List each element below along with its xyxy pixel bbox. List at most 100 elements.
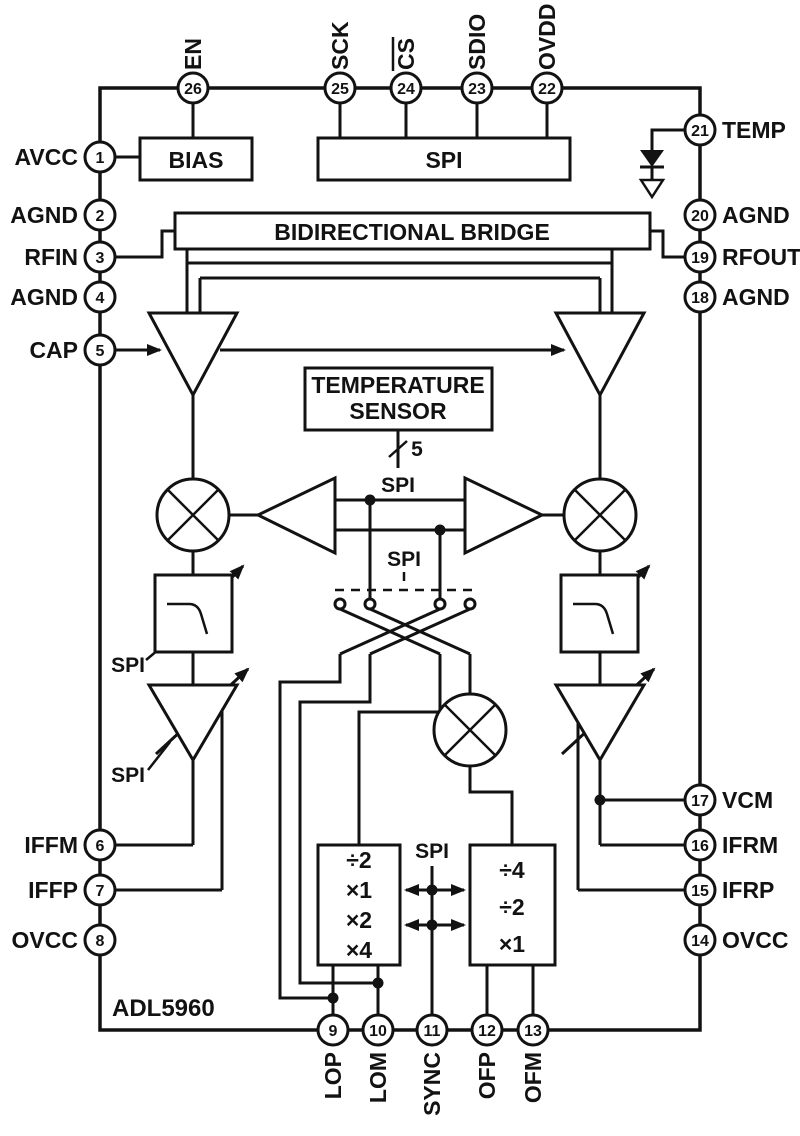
pin-25-sck: 25 SCK	[323, 21, 357, 105]
pin-number: 13	[524, 1023, 542, 1040]
pin-label: OVDD	[534, 4, 560, 70]
pin-5-cap: 5 CAP	[29, 333, 117, 367]
pin-20-agnd: 20 AGND	[683, 198, 790, 232]
left-lo-buffer-icon	[254, 475, 337, 556]
left-filter-icon	[153, 573, 234, 654]
left-if-vga-icon	[146, 683, 240, 763]
pin-number: 23	[468, 81, 486, 98]
pin-26-en: 26 EN	[176, 38, 210, 105]
pin-label: IFRP	[722, 877, 774, 903]
pin-label: SYNC	[419, 1052, 445, 1116]
pin-22-ovdd: 22 OVDD	[530, 4, 564, 105]
pin-label: OVCC	[12, 927, 78, 953]
lo-switch-icon	[333, 597, 477, 611]
pin-2-agnd: 2 AGND	[10, 198, 117, 232]
forward-rf-amp-icon	[146, 311, 240, 399]
pin-number: 3	[96, 250, 105, 267]
pin-label: IFFP	[28, 877, 78, 903]
pin-label: TEMP	[722, 117, 786, 143]
pin-label: IFFM	[24, 832, 78, 858]
pin-number: 16	[691, 838, 709, 855]
switch-spi-label: SPI	[387, 548, 421, 571]
pin-19-rfout: 19 RFOUT	[683, 240, 800, 274]
lo-divider-row: ×4	[346, 937, 372, 963]
pin-number: 6	[96, 838, 105, 855]
pin-label: AGND	[722, 284, 790, 310]
lo-mixer-icon	[432, 692, 508, 768]
spi-block: SPI	[316, 136, 572, 182]
bridge-label: BIDIRECTIONAL BRIDGE	[274, 219, 550, 245]
pin-number: 10	[369, 1023, 387, 1040]
pin-10-lom: 10 LOM	[361, 1013, 395, 1103]
temp-spi-label: SPI	[381, 474, 415, 497]
right-lo-buffer-icon	[463, 475, 546, 556]
pin-label: RFOUT	[722, 244, 800, 270]
pin-number: 2	[96, 208, 105, 225]
pin-label: IFRM	[722, 832, 778, 858]
pin-label: AVCC	[15, 144, 78, 170]
pin-11-sync: 11 SYNC	[415, 1013, 449, 1116]
offset-divider-row: ÷4	[499, 857, 525, 883]
temp-sensor-label-1: TEMPERATURE	[311, 372, 484, 398]
pin-label: CAP	[29, 337, 78, 363]
pin-7-iffp: 7 IFFP	[28, 873, 117, 907]
left-mixer-icon	[155, 477, 231, 553]
pin-number: 18	[691, 290, 709, 307]
bias-label: BIAS	[169, 147, 224, 173]
pin-number: 1	[96, 150, 105, 167]
offset-divider-row: ÷2	[499, 894, 524, 920]
pin-number: 20	[691, 208, 709, 225]
pin-label: OFM	[520, 1052, 546, 1103]
pin-number: 9	[329, 1023, 338, 1040]
temp-sensor-block: TEMPERATURE SENSOR	[303, 366, 494, 432]
lo-divider-row: ×2	[346, 907, 372, 933]
pin-9-lop: 9 LOP	[316, 1013, 350, 1099]
pin-12-ofp: 12 OFP	[470, 1013, 504, 1099]
temp-sensor-label-2: SENSOR	[349, 398, 447, 424]
bias-block: BIAS	[138, 136, 254, 182]
pin-label: LOM	[365, 1052, 391, 1103]
signal-wires	[115, 103, 685, 1015]
pin-number: 19	[691, 250, 709, 267]
pin-label: AGND	[10, 202, 78, 228]
pin-label: SCK	[327, 21, 353, 70]
divider-spi-label: SPI	[415, 840, 449, 863]
pin-label: OFP	[474, 1052, 500, 1099]
pin-label: VCM	[722, 787, 773, 813]
right-if-vga-icon	[553, 683, 647, 763]
spi-control-lines	[335, 572, 478, 592]
pin-number: 22	[538, 81, 556, 98]
pin-14-ovcc: 14 OVCC	[683, 923, 788, 957]
junction-dots	[327, 494, 606, 1004]
pin-3-rfin: 3 RFIN	[24, 240, 117, 274]
pin-number: 17	[691, 793, 709, 810]
pin-label: CS	[393, 38, 419, 70]
pin-number: 5	[96, 343, 105, 360]
pin-21-temp: 21 TEMP	[683, 113, 786, 147]
pin-23-sdio: 23 SDIO	[460, 14, 494, 105]
lo-divider-row: ÷2	[346, 847, 371, 873]
pin-4-agnd: 4 AGND	[10, 280, 117, 314]
pin-label: AGND	[722, 202, 790, 228]
vga-spi-label: SPI	[111, 764, 145, 787]
pin-label: AGND	[10, 284, 78, 310]
pin-number: 7	[96, 883, 105, 900]
pin-number: 26	[184, 81, 202, 98]
right-mixer-icon	[562, 477, 638, 553]
bridge-block: BIDIRECTIONAL BRIDGE	[173, 211, 652, 251]
lo-divider-block: ÷2 ×1 ×2 ×4	[316, 843, 402, 967]
pin-17-vcm: 17 VCM	[683, 783, 773, 817]
pin-number: 25	[331, 81, 349, 98]
pin-number: 12	[478, 1023, 496, 1040]
pin-13-ofm: 13 OFM	[516, 1013, 550, 1103]
pin-number: 11	[424, 1023, 441, 1040]
right-filter-icon	[559, 573, 640, 654]
pin-6-iffm: 6 IFFM	[24, 828, 117, 862]
pin-number: 14	[691, 933, 709, 950]
pin-label: EN	[180, 38, 206, 70]
pin-label: RFIN	[24, 244, 78, 270]
spi-bus-width-label: 5	[411, 438, 423, 461]
pin-number: 15	[691, 883, 709, 900]
pin-label: OVCC	[722, 927, 788, 953]
